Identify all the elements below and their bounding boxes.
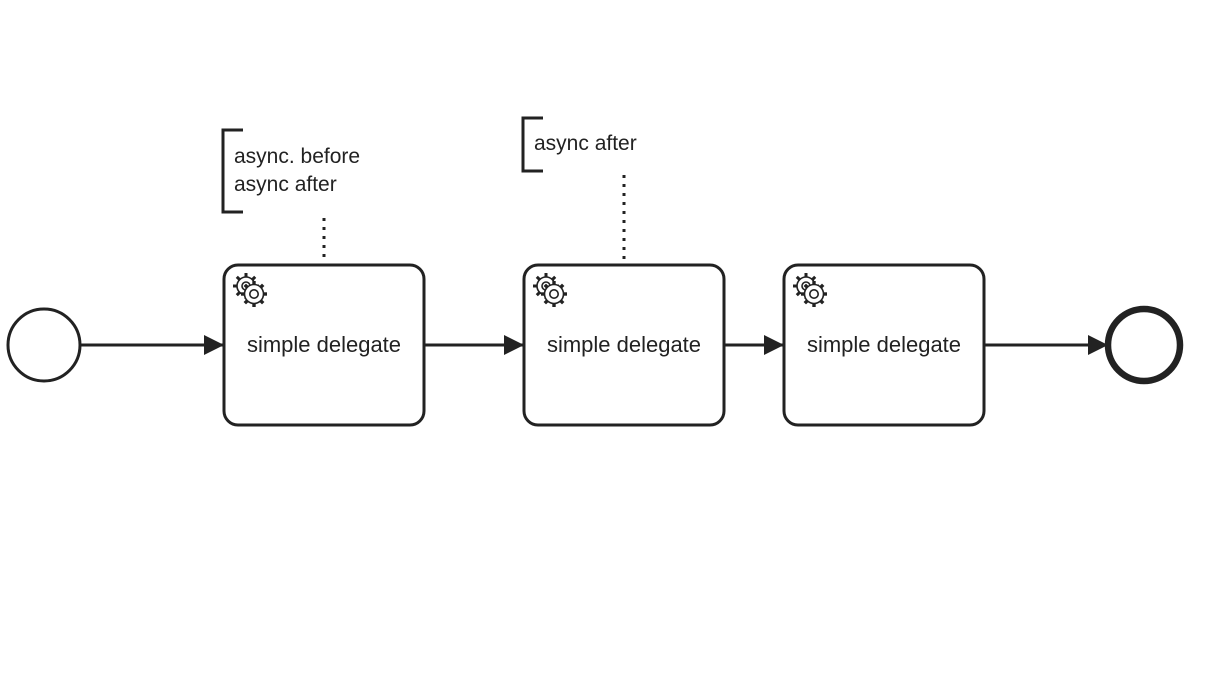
task-box (522, 263, 726, 427)
annotation-text-line: async after (234, 173, 337, 196)
service-task-2[interactable]: simple delegate (522, 263, 726, 427)
annotation-bracket (221, 128, 243, 214)
task-label: simple delegate (807, 332, 961, 357)
task-label: simple delegate (547, 332, 701, 357)
start-event[interactable] (6, 307, 82, 383)
text-annotation-2[interactable]: async after (521, 116, 637, 173)
service-task-3[interactable]: simple delegate (782, 263, 986, 427)
task-box (222, 263, 426, 427)
associations (322, 175, 626, 263)
annotation-text-line: async after (534, 132, 637, 155)
task-box (782, 263, 986, 427)
end-event[interactable] (1104, 305, 1184, 385)
task-label: simple delegate (247, 332, 401, 357)
annotation-text-line: async. before (234, 145, 360, 168)
annotation-bracket (521, 116, 543, 173)
service-task-1[interactable]: simple delegate (222, 263, 426, 427)
text-annotation-1[interactable]: async. before async after (221, 128, 360, 214)
